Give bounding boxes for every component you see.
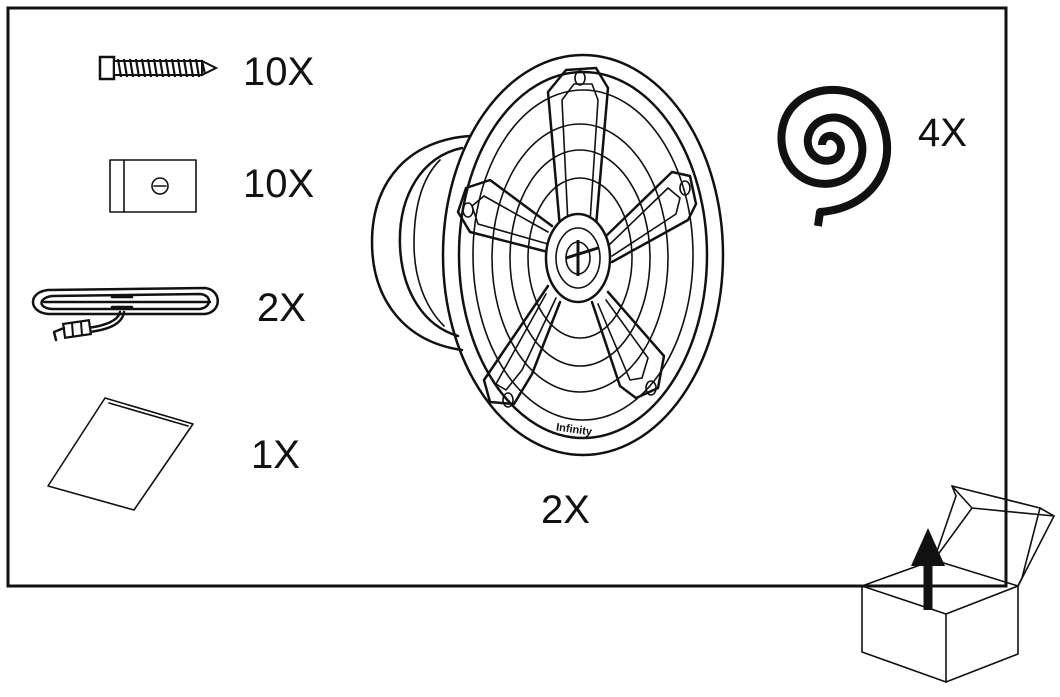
speaker-wire-quantity: 2X — [257, 286, 306, 330]
manual-quantity: 1X — [251, 433, 300, 477]
speaker-wire-icon — [31, 286, 219, 342]
speed-clip-quantity: 10X — [243, 162, 314, 206]
speaker-quantity: 2X — [541, 488, 590, 532]
speaker-brand-label: Infinity — [555, 421, 593, 438]
open-box-arrow-icon — [861, 485, 1055, 683]
screw-icon — [98, 55, 219, 81]
speed-clip-icon — [109, 159, 197, 213]
screw-quantity: 10X — [243, 50, 314, 94]
speaker-icon — [370, 53, 725, 457]
foam-gasket-quantity: 4X — [918, 111, 967, 155]
foam-gasket-icon — [777, 85, 891, 227]
contents-frame — [6, 6, 1008, 588]
manual-icon — [47, 397, 194, 511]
